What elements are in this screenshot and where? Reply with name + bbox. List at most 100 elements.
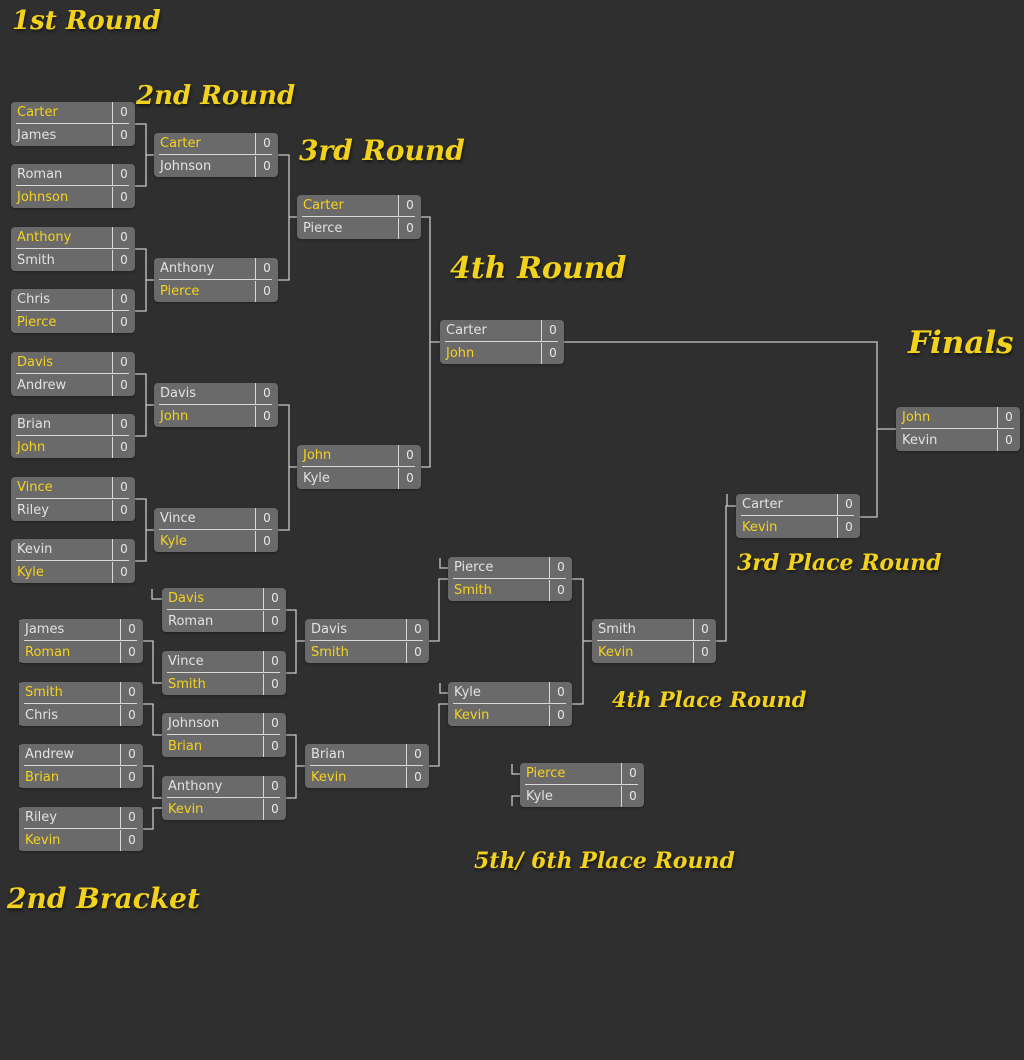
row-divider xyxy=(302,216,415,217)
team-score: 0 xyxy=(112,414,135,435)
team-name: Davis xyxy=(17,355,54,370)
heading-3rd-round: 3rd Round xyxy=(299,134,465,167)
team-name: Vince xyxy=(168,654,204,669)
team-name: Anthony xyxy=(160,261,215,276)
row-divider xyxy=(445,341,558,342)
